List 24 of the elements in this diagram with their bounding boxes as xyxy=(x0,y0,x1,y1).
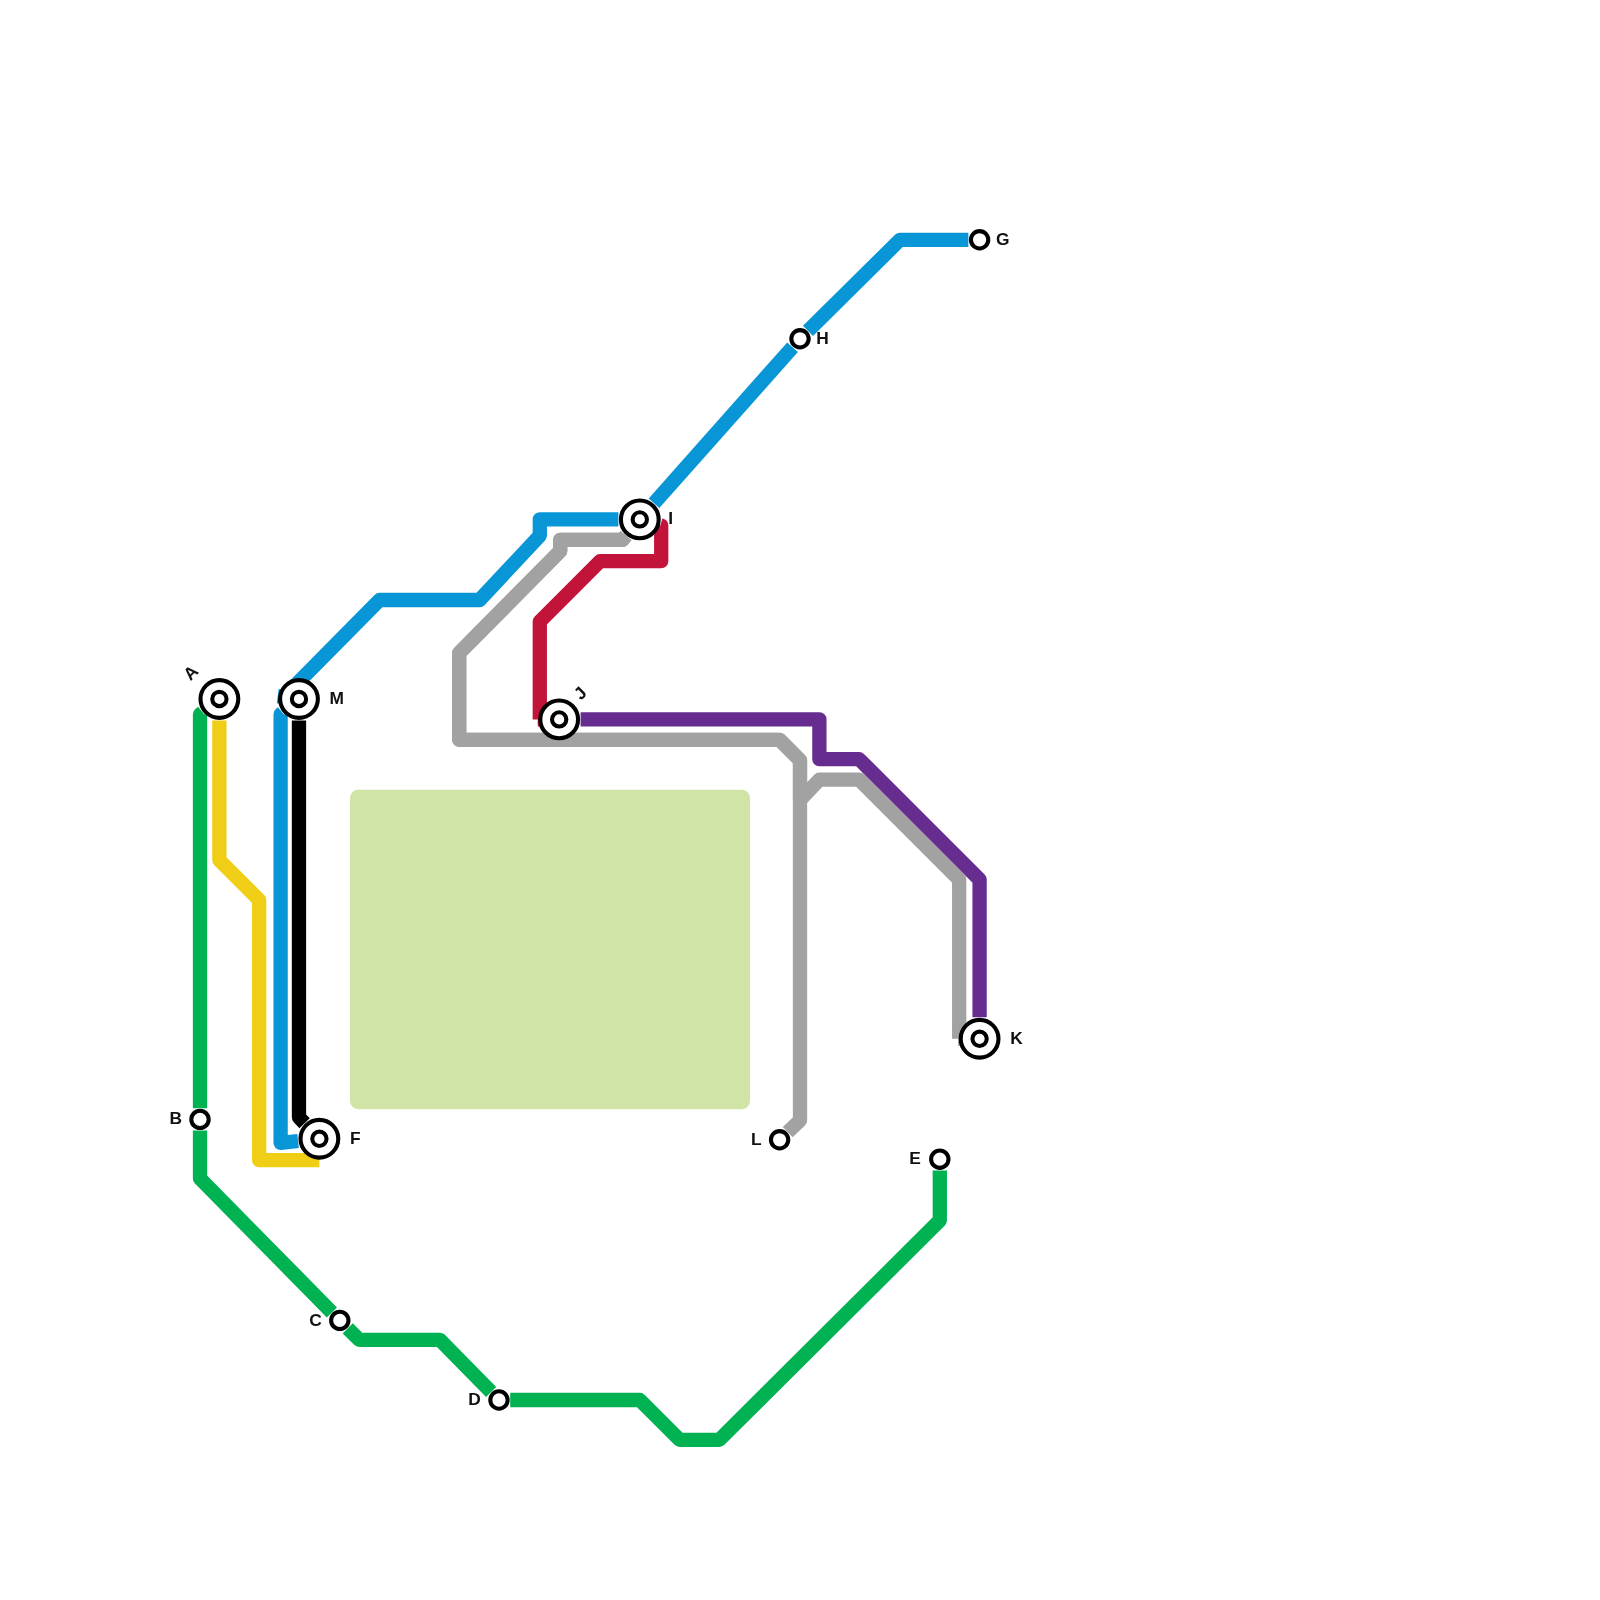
station-label: J xyxy=(570,683,590,703)
station-label: G xyxy=(995,230,1010,248)
transit-line xyxy=(802,232,969,336)
station-label: M xyxy=(329,689,345,708)
transit-line xyxy=(291,720,310,1129)
station-label: D xyxy=(468,1390,481,1409)
station-label: E xyxy=(909,1150,921,1168)
transit-line xyxy=(648,342,798,509)
park-area xyxy=(350,789,750,1110)
station-label: K xyxy=(1010,1029,1023,1047)
transit-line xyxy=(192,707,208,1109)
station-label: A xyxy=(180,662,202,684)
station-label: L xyxy=(751,1130,762,1148)
transit-line xyxy=(276,512,619,705)
station-label: H xyxy=(816,329,829,347)
transit-line xyxy=(192,1130,337,1318)
station-label: B xyxy=(169,1110,182,1128)
transit-line xyxy=(580,712,987,1018)
station-label: C xyxy=(309,1311,322,1329)
transit-line xyxy=(342,1323,497,1397)
station-label: I xyxy=(668,510,674,528)
transit-line xyxy=(532,518,669,727)
transit-line xyxy=(273,707,299,1150)
station-label: F xyxy=(350,1129,361,1147)
